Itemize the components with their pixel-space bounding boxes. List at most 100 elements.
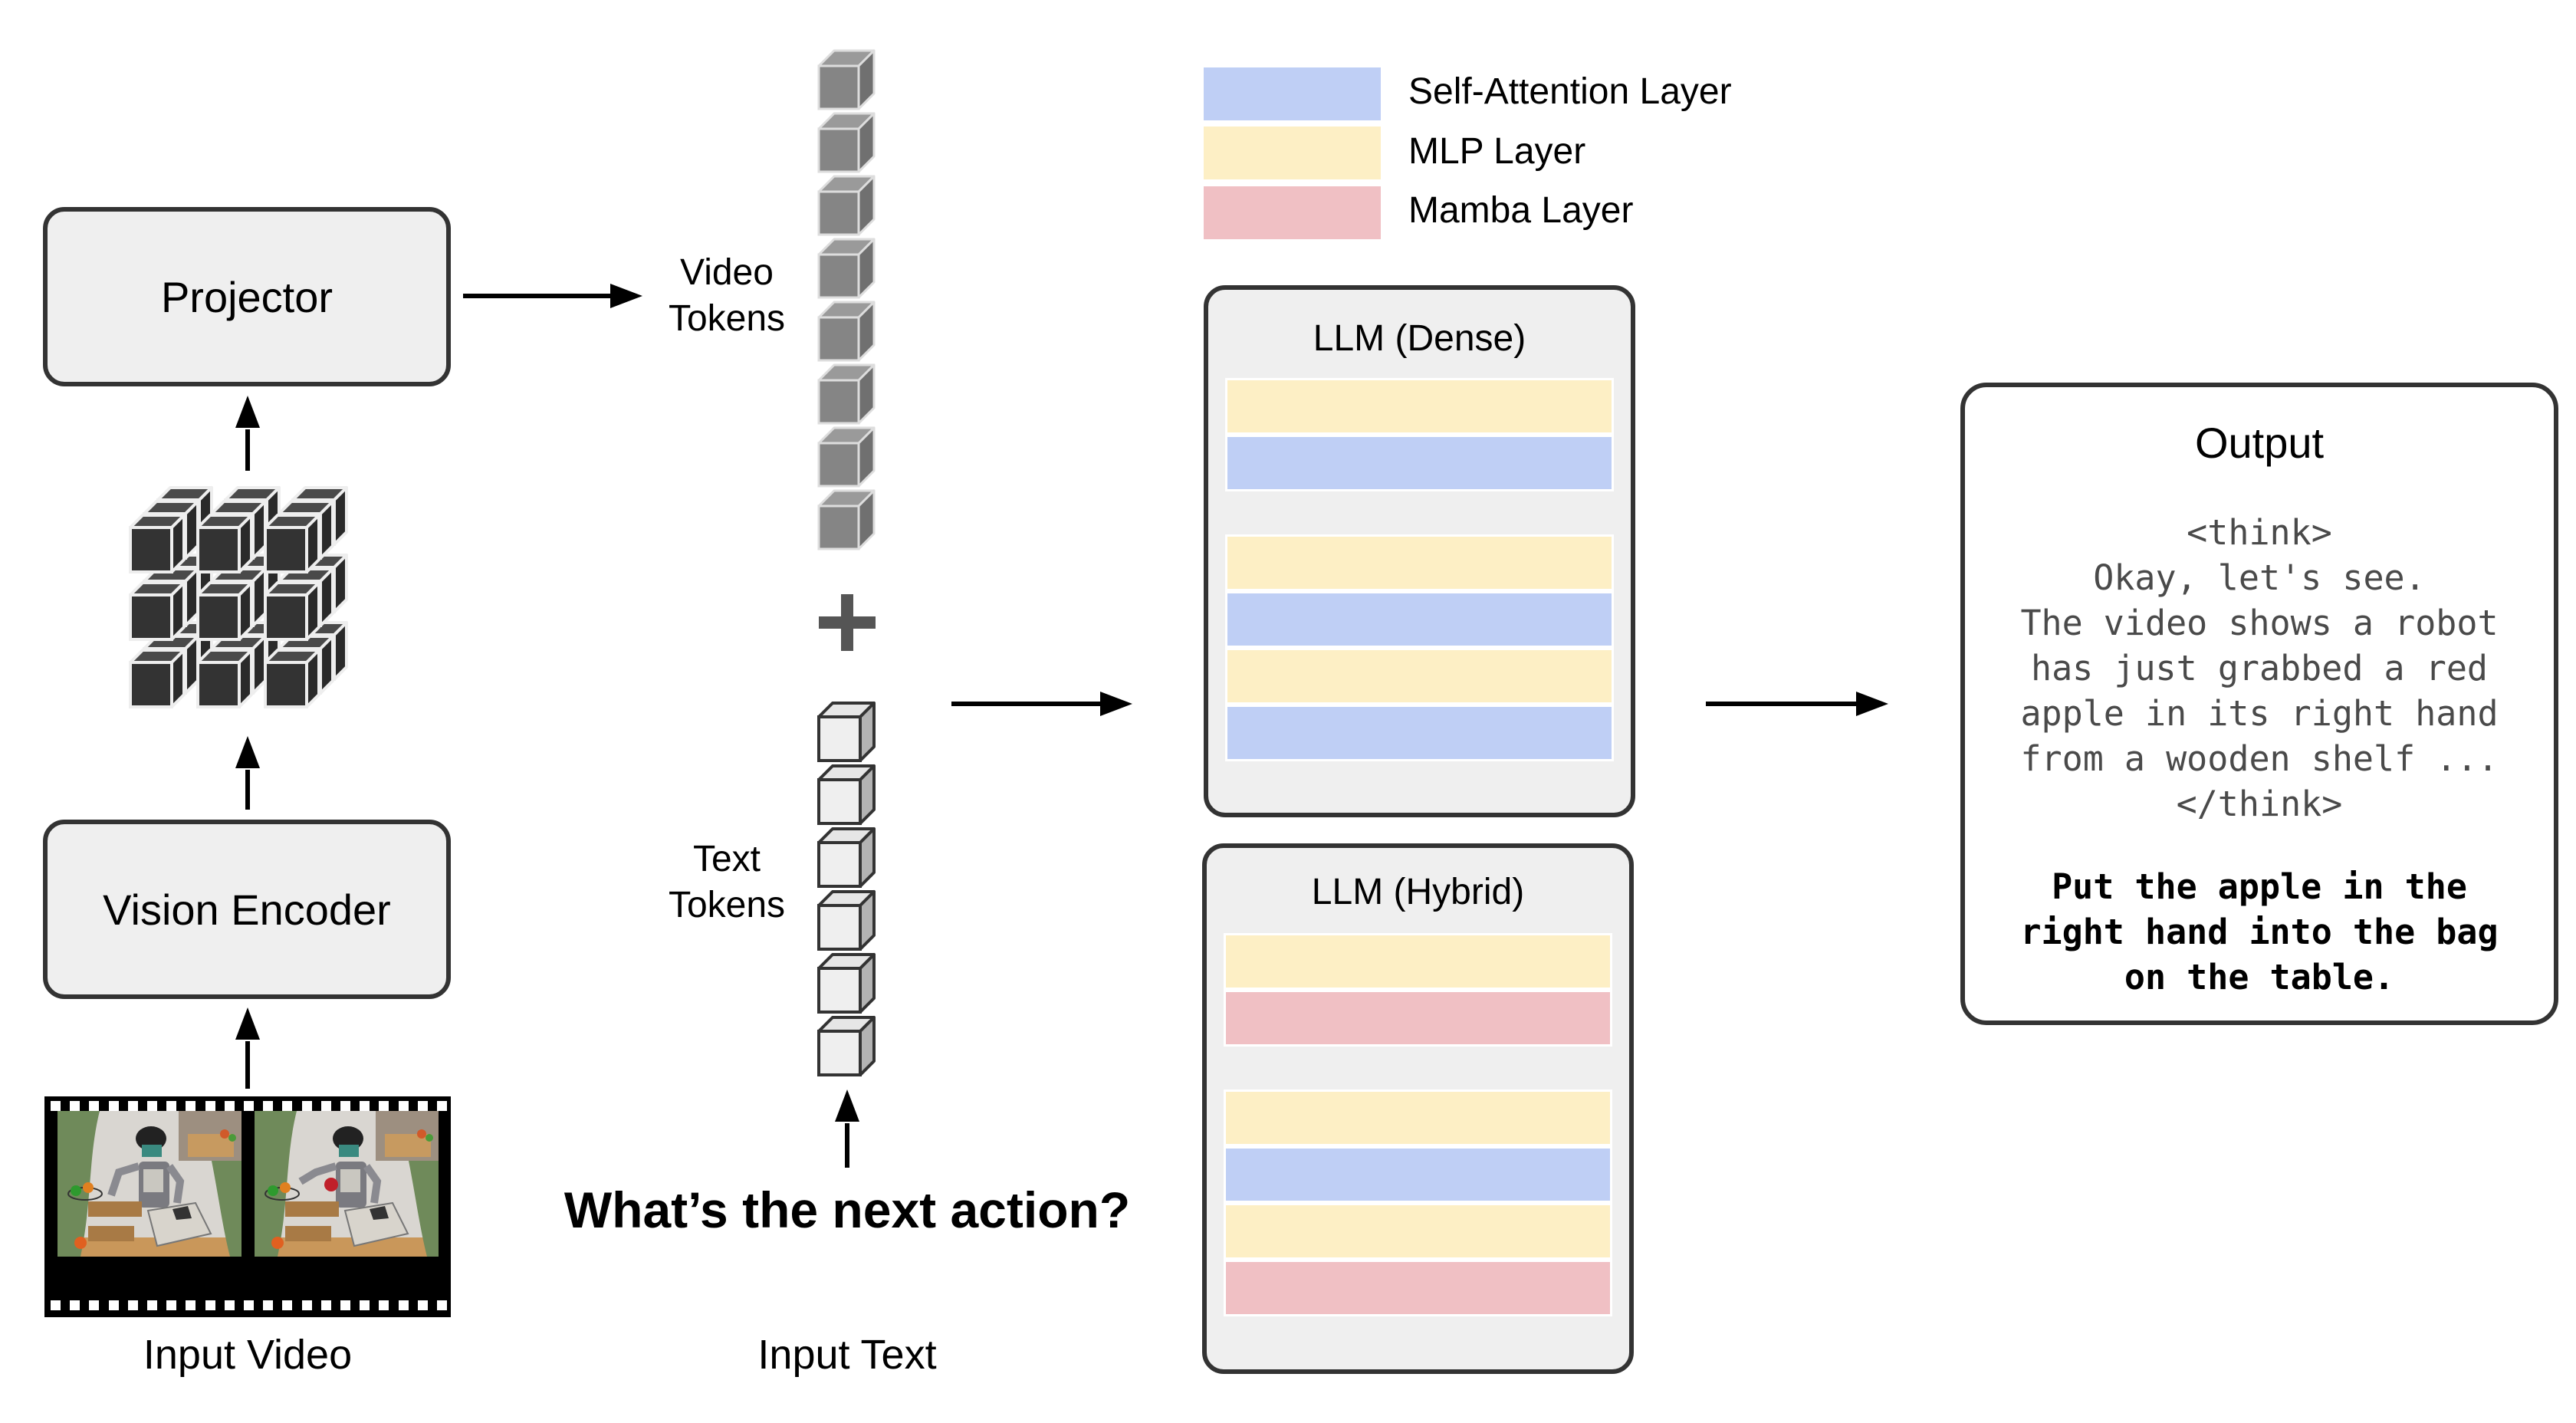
vision-encoder-label: Vision Encoder <box>103 885 391 934</box>
reasoning-line: <think> <box>2187 512 2332 553</box>
arrow-video-to-encoder <box>235 1007 260 1089</box>
legend-swatch-mlp <box>1204 127 1381 179</box>
video-token-cube <box>817 238 876 299</box>
llm-dense-block: LLM (Dense) <box>1204 285 1635 817</box>
film-perforation <box>244 1101 254 1111</box>
film-perforation <box>166 1101 177 1111</box>
answer-line: right hand into the bag <box>2020 912 2499 952</box>
feature-cube <box>143 567 199 627</box>
video-token-cube <box>817 363 876 425</box>
film-perforation <box>398 1300 409 1310</box>
film-perforation <box>205 1300 215 1310</box>
layer-mlp <box>1225 648 1614 705</box>
video-token-cube <box>817 49 876 110</box>
arrow-tokens-to-llm <box>951 692 1132 716</box>
film-perforation <box>89 1300 100 1310</box>
legend-swatch-attention <box>1204 67 1381 120</box>
film-perforation <box>147 1300 157 1310</box>
film-perforation <box>301 1300 312 1310</box>
output-panel: Output <think>Okay, let's see. The video … <box>1960 383 2558 1025</box>
layer-mlp <box>1225 534 1614 591</box>
film-perforation <box>340 1101 350 1111</box>
reasoning-line: Okay, let's see. <box>2093 557 2426 598</box>
film-perforation <box>127 1300 138 1310</box>
film-perforation <box>417 1300 428 1310</box>
film-perforation <box>263 1300 274 1310</box>
arrow-llm-to-output <box>1706 692 1888 716</box>
reasoning-line: The video shows a robot <box>2020 603 2499 643</box>
feature-cube <box>210 500 267 560</box>
visual-feature-cubes <box>129 486 348 708</box>
video-tokens-label: Video Tokens <box>652 250 802 342</box>
text-token-cube <box>817 764 876 825</box>
input-video-label: Input Video <box>143 1332 353 1378</box>
film-perforation <box>186 1300 196 1310</box>
video-token-cube <box>817 112 876 173</box>
feature-cube <box>224 621 281 681</box>
film-perforation <box>282 1101 293 1111</box>
reasoning-line: </think> <box>2176 784 2343 824</box>
feature-cube <box>196 581 253 641</box>
answer-line: Put the apple in the <box>2052 866 2467 907</box>
film-perforation <box>360 1101 370 1111</box>
film-perforation <box>186 1101 196 1111</box>
output-reasoning: <think>Okay, let's see. The video shows a… <box>1965 510 2554 827</box>
layer-attention <box>1225 435 1614 491</box>
film-perforation <box>127 1101 138 1111</box>
llm-dense-title: LLM (Dense) <box>1313 318 1526 359</box>
video-frame-1 <box>58 1111 242 1257</box>
feature-cube <box>210 567 267 627</box>
feature-cube <box>143 635 199 695</box>
text-tokens-label-line2: Tokens <box>668 885 786 925</box>
text-token-cube <box>817 953 876 1014</box>
film-perforation <box>70 1101 80 1111</box>
feature-cube <box>278 567 334 627</box>
layer-mlp <box>1224 1203 1612 1260</box>
layer-mamba <box>1224 990 1612 1047</box>
feature-cube <box>210 635 267 695</box>
arrow-projector-to-tokens <box>463 284 642 308</box>
text-tokens-label-line1: Text <box>692 839 761 879</box>
feature-cube <box>278 635 334 695</box>
feature-cube <box>291 621 348 681</box>
text-token-stack <box>817 702 876 1076</box>
layer-attention <box>1225 705 1614 761</box>
feature-cube <box>291 554 348 613</box>
legend-label-attention: Self-Attention Layer <box>1408 71 1732 112</box>
output-title: Output <box>2194 419 2325 467</box>
video-token-cube <box>817 175 876 236</box>
feature-cube <box>196 514 253 573</box>
film-perforation <box>224 1300 235 1310</box>
film-perforation <box>340 1300 350 1310</box>
layer-mlp <box>1224 1089 1612 1146</box>
feature-cube <box>291 486 348 546</box>
film-perforation <box>282 1300 293 1310</box>
film-perforation <box>224 1101 235 1111</box>
feature-cube <box>129 581 186 641</box>
text-token-cube <box>817 890 876 951</box>
film-perforation <box>108 1101 119 1111</box>
layer-mlp <box>1224 933 1612 990</box>
legend-swatch-mamba <box>1204 186 1381 239</box>
film-perforation <box>205 1101 215 1111</box>
reasoning-line: apple in its right hand <box>2020 693 2499 734</box>
film-perforation <box>379 1101 389 1111</box>
feature-cube <box>143 500 199 560</box>
reasoning-line: from a wooden shelf ... <box>2020 738 2499 779</box>
llm-hybrid-title: LLM (Hybrid) <box>1311 872 1525 912</box>
feature-cube <box>156 621 213 681</box>
text-token-cube <box>817 702 876 762</box>
output-answer: Put the apple in the right hand into the … <box>1965 864 2554 1000</box>
video-tokens-label-line2: Tokens <box>668 298 786 339</box>
feature-cube <box>156 554 213 613</box>
legend-label-mamba: Mamba Layer <box>1408 190 1634 231</box>
text-token-cube <box>817 1016 876 1076</box>
legend-label-mlp: MLP Layer <box>1408 131 1586 172</box>
layer-mlp <box>1225 378 1614 435</box>
llm-hybrid-block: LLM (Hybrid) <box>1202 843 1634 1374</box>
film-perforation <box>51 1101 61 1111</box>
film-perforation <box>360 1300 370 1310</box>
plus-icon <box>819 594 876 651</box>
video-token-cube <box>817 426 876 488</box>
film-perforation <box>70 1300 80 1310</box>
